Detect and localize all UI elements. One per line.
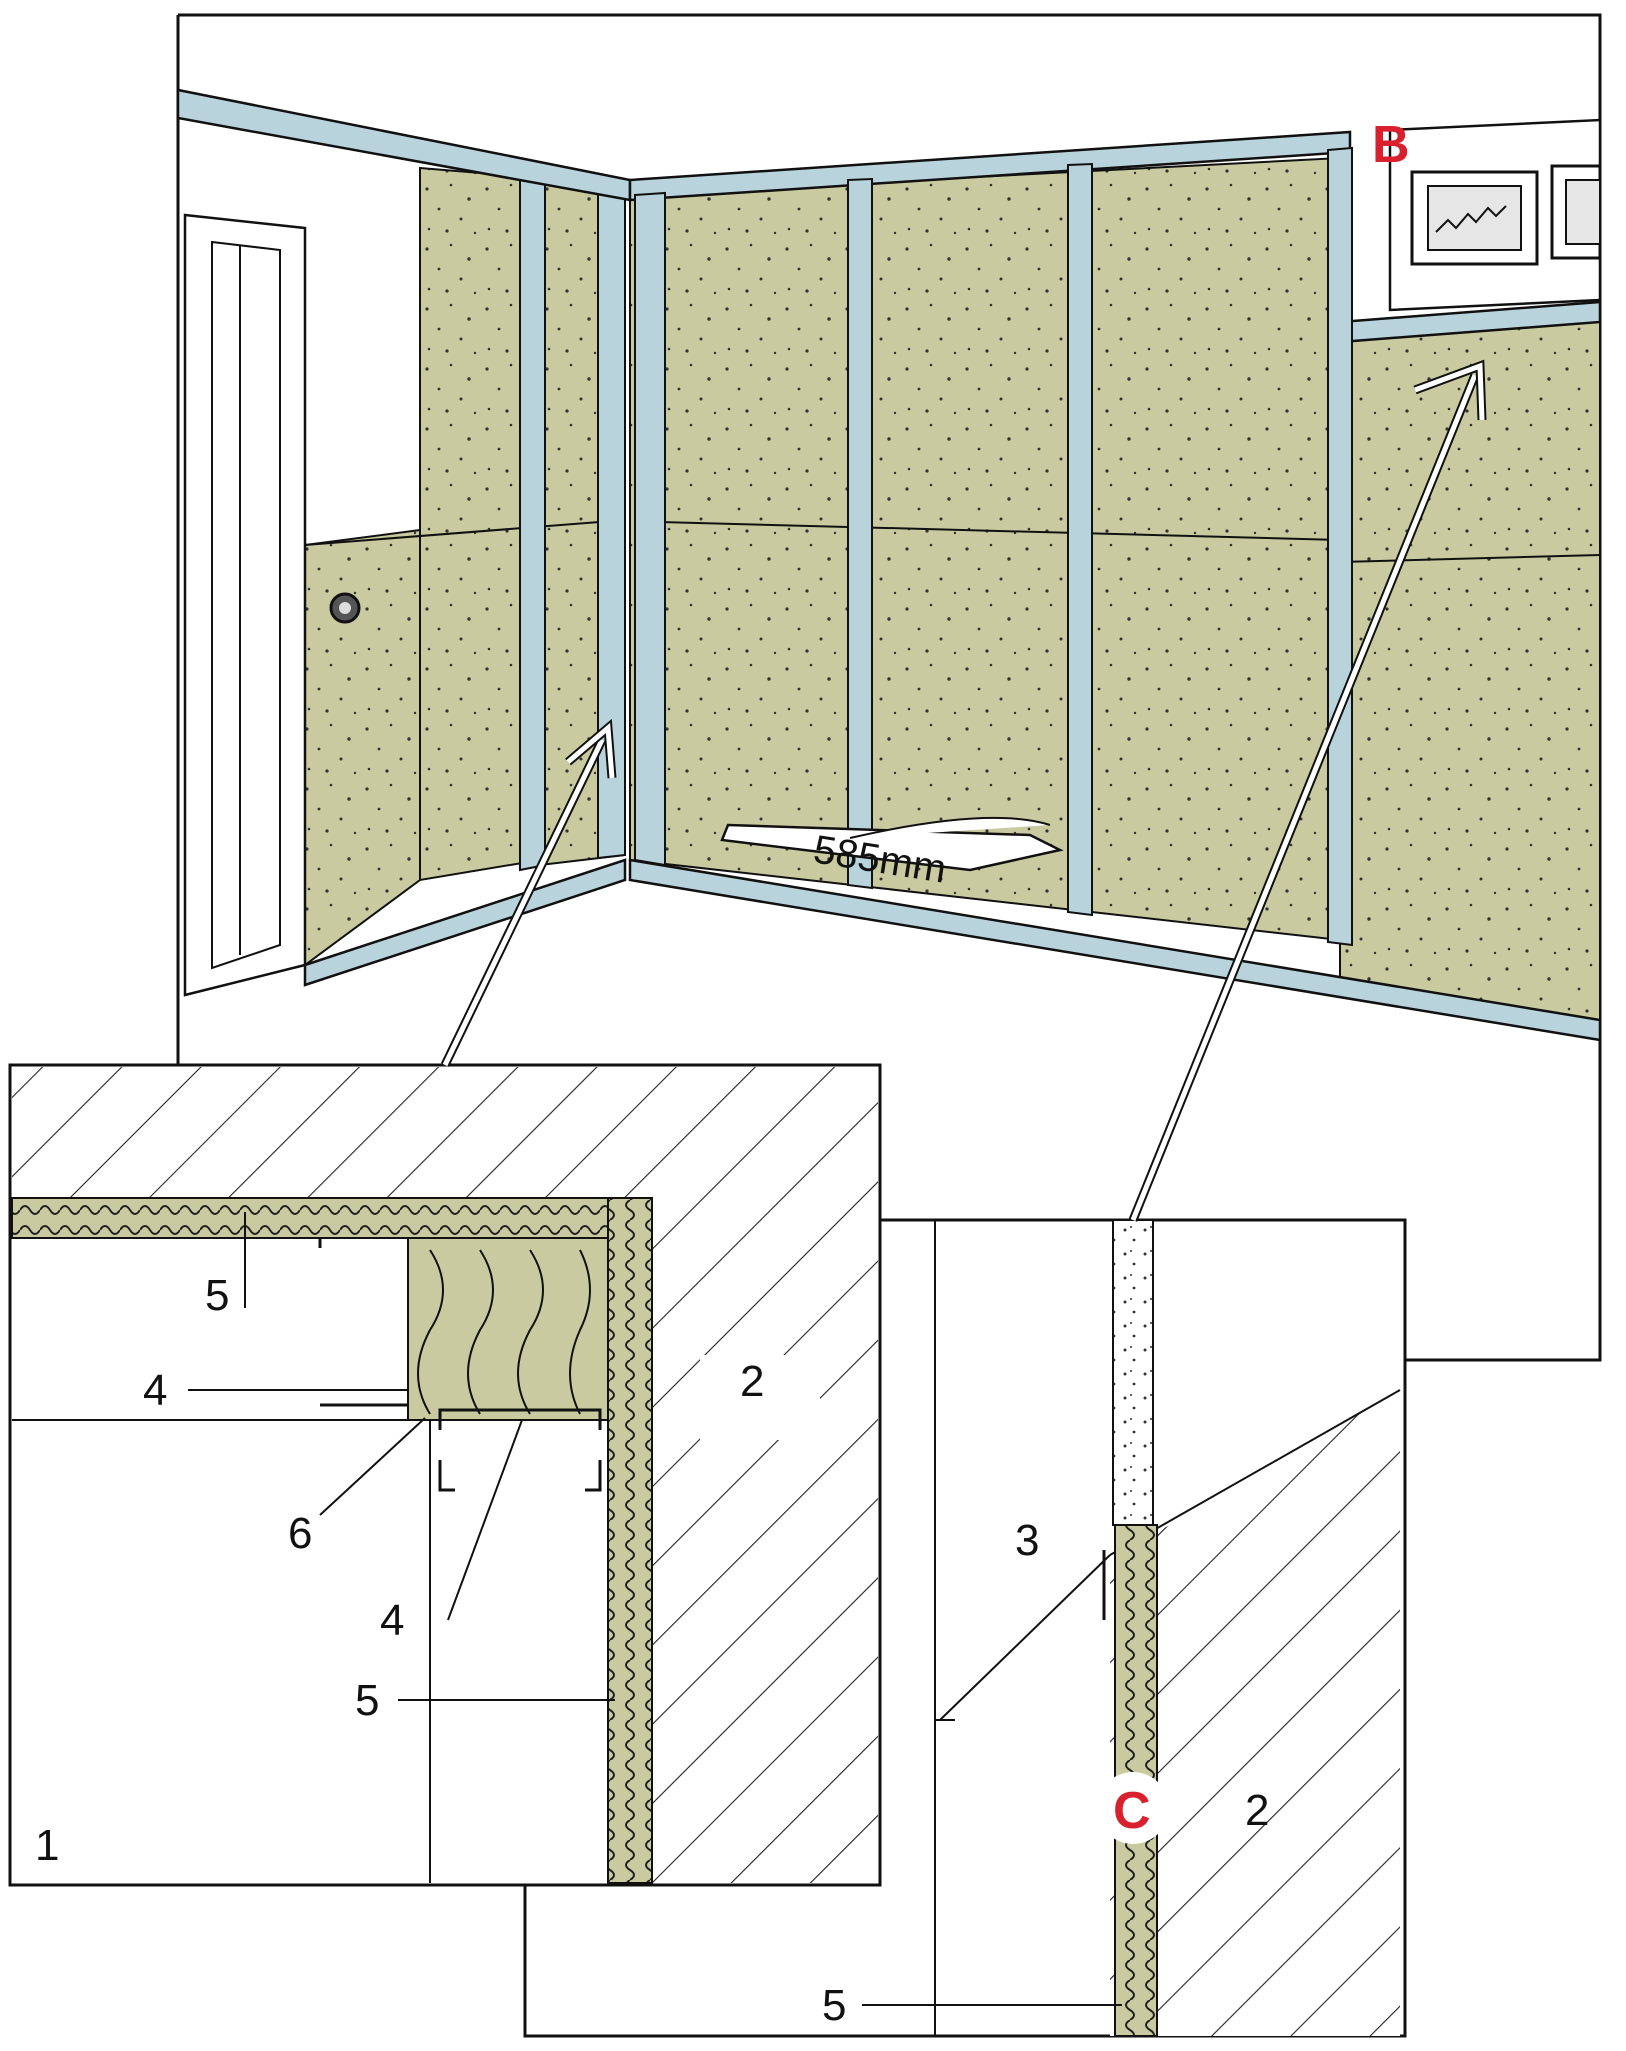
left-wall-stud-1 <box>519 170 546 872</box>
room-view: 585mm B <box>176 13 1602 1362</box>
detail-1-batt-fibres <box>417 1249 591 1415</box>
detail-1-label-upper-4: 4 <box>143 1366 167 1415</box>
detail-1-insulation-side <box>607 1197 653 1884</box>
detail-1-label-side-5: 5 <box>355 1676 379 1725</box>
detail-1-masonry-corner <box>12 1067 878 1883</box>
left-wall-panel-lower <box>304 528 421 967</box>
back-wall-panel-joint <box>659 521 1341 541</box>
arrow-to-detail-c <box>1130 374 1478 1221</box>
leader-arrows <box>440 359 1487 1222</box>
detail-1-label-lower-4: 4 <box>380 1596 404 1645</box>
head-track-left <box>176 88 632 202</box>
detail-1-label-top-5: 5 <box>205 1271 229 1320</box>
detail-c-masonry-wall <box>1170 1390 1400 2036</box>
callout-c: C <box>1113 1782 1151 1840</box>
callout-b: B <box>1372 116 1410 174</box>
window-glass-1 <box>1427 185 1522 251</box>
window-reflection-1 <box>1435 205 1507 233</box>
right-wall-panels <box>1339 316 1601 1022</box>
tape-measure <box>720 823 1064 872</box>
detail-c-board-upper <box>1112 1219 1154 1526</box>
detail-1-corner-label: 1 <box>35 1821 59 1870</box>
floor-track-left <box>303 858 627 987</box>
detail-1-label-2: 2 <box>740 1357 764 1406</box>
arrow-to-detail-1 <box>442 738 605 1067</box>
electrical-outlet-center <box>339 602 351 614</box>
detail-1-label-6: 6 <box>288 1509 312 1558</box>
detail-1-mineral-wool-batt <box>407 1237 609 1421</box>
arrow-to-detail-c-head <box>1414 362 1485 421</box>
detail-c-label-2: 2 <box>1245 1786 1269 1835</box>
detail-c-wall-slope <box>1109 1389 1401 1556</box>
detail-c-label-5: 5 <box>822 1981 846 2030</box>
tape-measure-curl <box>849 816 1051 839</box>
detail-1-label-2-backdrop <box>700 1355 820 1440</box>
back-wall-stud-1 <box>634 191 666 867</box>
detail-1-stud-flange-right <box>585 1460 602 1492</box>
detail-1-track-profile <box>318 1238 408 1407</box>
detail-c-label-3: 3 <box>1015 1516 1039 1565</box>
detail-1-leader-6 <box>319 1417 426 1516</box>
right-wall-panel-joint <box>1339 554 1601 563</box>
arrow-to-detail-1-head <box>566 722 615 779</box>
back-wall-stud-3 <box>1067 162 1093 917</box>
detail-1-insulation-top <box>11 1197 653 1239</box>
left-wall-panel-joint <box>304 519 626 546</box>
back-wall-stud-4 <box>1327 146 1353 947</box>
detail-1-stud-flange-left <box>438 1460 455 1492</box>
callout-c-backdrop <box>1097 1772 1169 1844</box>
back-wall-stud-2 <box>847 177 873 890</box>
window-glass-2 <box>1565 179 1601 245</box>
detail-1-leader-lower-4 <box>447 1419 523 1621</box>
door-threshold-line <box>184 964 306 996</box>
floor-track-back <box>628 858 1602 1042</box>
door-frame-inner <box>211 240 281 970</box>
detail-1: 5 4 6 4 5 2 1 <box>8 1063 882 1887</box>
detail-1-stud-profile <box>438 1408 602 1430</box>
detail-c-leader-3 <box>939 1554 1111 1721</box>
